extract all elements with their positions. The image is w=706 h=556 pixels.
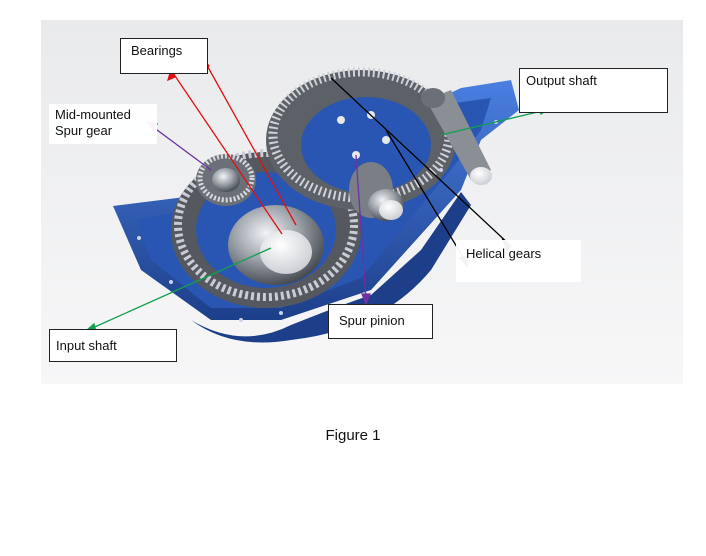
label-input-shaft: Input shaft: [49, 329, 177, 362]
label-bearings: Bearings: [120, 38, 208, 74]
input-shaft-arrow: [87, 247, 272, 331]
label-helical-gears-text: Helical gears: [466, 246, 542, 261]
input-shaft-cap: [260, 230, 312, 274]
mid-mounted-arrow: [148, 123, 212, 171]
bearings-arrow-1: [170, 69, 283, 235]
mid-mounted-spur-gear: [196, 153, 256, 206]
label-spur-pinion: Spur pinion: [328, 304, 433, 339]
output-shaft: [421, 88, 492, 185]
label-output-shaft-text: Output shaft: [526, 73, 597, 88]
gearbox-figure: Bearings Mid-mounted Spur gear Output sh…: [41, 20, 683, 384]
figure-caption: Figure 1: [325, 427, 381, 444]
label-mid-mounted-spur-gear: Mid-mounted Spur gear: [49, 104, 157, 144]
output-shaft-arrow: [440, 109, 547, 136]
label-helical-gears: Helical gears: [456, 240, 581, 282]
label-spur-pinion-text: Spur pinion: [339, 313, 405, 328]
helical-arrow-2: [385, 129, 467, 263]
label-bearings-text: Bearings: [131, 43, 183, 58]
label-mid-mounted-line2: Spur gear: [55, 123, 113, 138]
helical-arrow-1: [330, 77, 512, 247]
label-mid-mounted-line1: Mid-mounted: [55, 107, 131, 122]
label-input-shaft-text: Input shaft: [56, 338, 117, 353]
label-output-shaft: Output shaft: [519, 68, 668, 113]
bearings-arrow-2: [203, 59, 297, 226]
spur-pinion-arrow: [355, 154, 367, 301]
